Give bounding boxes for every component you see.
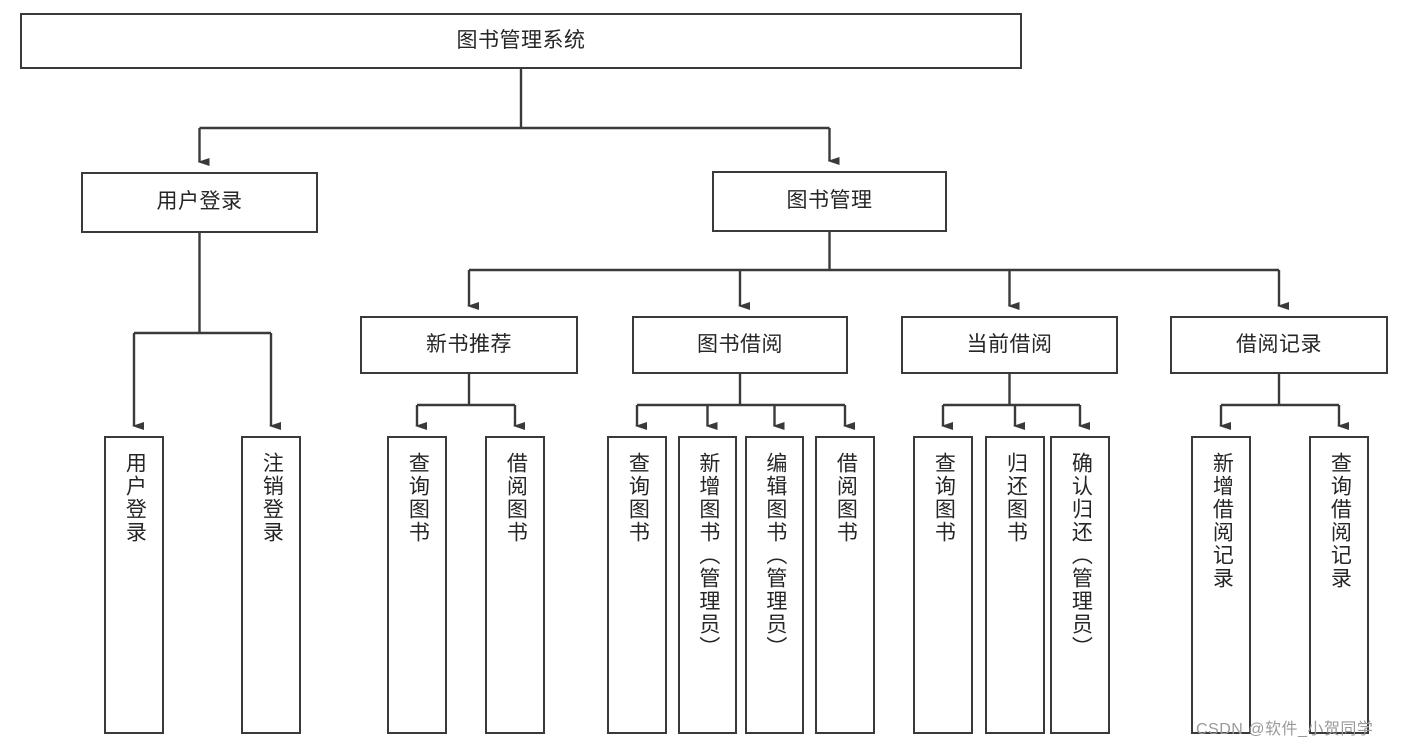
node-borrow-record[interactable]: 借阅记录 bbox=[1170, 316, 1388, 374]
node-leaf-query-book-borrow[interactable]: 查询图书 bbox=[607, 436, 667, 734]
node-label: 新增图书（管理员） bbox=[696, 452, 720, 659]
node-leaf-borrow-book-recommend[interactable]: 借阅图书 bbox=[485, 436, 545, 734]
node-leaf-borrow-book[interactable]: 借阅图书 bbox=[815, 436, 875, 734]
node-label: 查询借阅记录 bbox=[1328, 452, 1352, 590]
node-label: 图书借阅 bbox=[697, 332, 783, 356]
node-undefined[interactable]: 图书管理系统 bbox=[20, 13, 1022, 69]
node-label: 图书管理系统 bbox=[456, 28, 586, 52]
node-leaf-add-borrow-record[interactable]: 新增借阅记录 bbox=[1191, 436, 1251, 734]
node-leaf-user-login[interactable]: 用户登录 bbox=[104, 436, 164, 734]
node-user-login[interactable]: 用户登录 bbox=[81, 172, 318, 233]
node-leaf-return-book[interactable]: 归还图书 bbox=[985, 436, 1045, 734]
node-label: 当前借阅 bbox=[966, 332, 1053, 356]
node-leaf-query-book-recommend[interactable]: 查询图书 bbox=[387, 436, 447, 734]
node-label: 图书管理 bbox=[786, 189, 873, 213]
node-leaf-confirm-return-admin[interactable]: 确认归还（管理员） bbox=[1050, 436, 1110, 734]
node-label: 新增借阅记录 bbox=[1210, 452, 1234, 590]
node-label: 查询图书 bbox=[406, 452, 430, 544]
node-label: 借阅图书 bbox=[504, 452, 528, 544]
node-book-borrow[interactable]: 图书借阅 bbox=[632, 316, 848, 374]
node-label: 借阅图书 bbox=[834, 452, 858, 544]
node-label: 借阅记录 bbox=[1236, 332, 1322, 356]
node-leaf-query-borrow-record[interactable]: 查询借阅记录 bbox=[1309, 436, 1369, 734]
node-label: 确认归还（管理员） bbox=[1069, 452, 1093, 659]
node-leaf-logout-login[interactable]: 注销登录 bbox=[241, 436, 301, 734]
node-label: 用户登录 bbox=[156, 190, 243, 214]
node-label: 编辑图书（管理员） bbox=[763, 452, 787, 659]
node-current-borrow[interactable]: 当前借阅 bbox=[901, 316, 1118, 374]
node-label: 注销登录 bbox=[260, 452, 284, 544]
node-leaf-edit-book-admin[interactable]: 编辑图书（管理员） bbox=[745, 436, 804, 734]
node-leaf-query-book-current[interactable]: 查询图书 bbox=[913, 436, 973, 734]
node-label: 用户登录 bbox=[123, 452, 147, 544]
node-label: 归还图书 bbox=[1004, 452, 1028, 544]
node-label: 查询图书 bbox=[626, 452, 650, 544]
node-label: 新书推荐 bbox=[426, 332, 512, 356]
node-new-book-recommend[interactable]: 新书推荐 bbox=[360, 316, 578, 374]
node-label: 查询图书 bbox=[932, 452, 956, 544]
node-leaf-add-book-admin[interactable]: 新增图书（管理员） bbox=[678, 436, 737, 734]
node-book-management[interactable]: 图书管理 bbox=[712, 171, 947, 232]
